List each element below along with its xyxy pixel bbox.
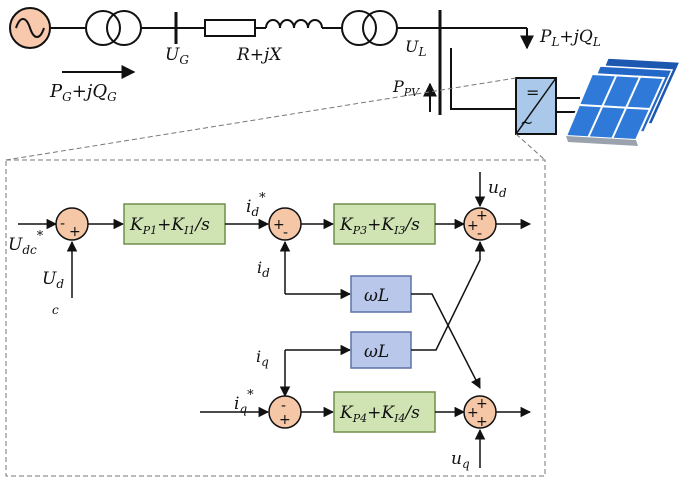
- load-label: PL+jQL: [539, 27, 601, 49]
- svg-text:~: ~: [520, 113, 533, 132]
- impedance-label: R+jX: [236, 45, 282, 65]
- svg-text:+: +: [273, 217, 285, 233]
- svg-text:KP4+KI4/s: KP4+KI4/s: [339, 403, 420, 425]
- pi-block-kp3: KP3+KI3/s: [333, 203, 436, 245]
- pi-block-kp1: KP1+KI1/s: [123, 203, 226, 245]
- ul-label: UL: [405, 37, 426, 59]
- ud-input-label: Ud: [42, 269, 64, 291]
- svg-text:+: +: [476, 414, 488, 430]
- pv-feeder-line: [450, 48, 516, 110]
- svg-text:KP3+KI3/s: KP3+KI3/s: [339, 215, 420, 237]
- summer-5: + + +: [463, 395, 497, 430]
- svg-text:ωL: ωL: [364, 286, 389, 306]
- control-frame: [5, 159, 546, 477]
- svg-text:+: +: [476, 208, 488, 224]
- svg-text:+: +: [69, 224, 81, 240]
- zoom-line: [5, 77, 517, 161]
- summer-3: + + -: [463, 207, 497, 242]
- svg-text:+: +: [476, 396, 488, 412]
- svg-text:+: +: [467, 218, 479, 234]
- svg-text:=: =: [526, 83, 539, 102]
- svg-text:ωL: ωL: [364, 342, 389, 362]
- id-ref-label: id*: [246, 191, 266, 219]
- inverter-icon: = ~: [515, 77, 557, 135]
- udc-ref-label: Udc*: [8, 229, 44, 257]
- svg-text:-: -: [281, 398, 286, 414]
- resistor-icon: [204, 19, 256, 37]
- id-feedback-label: id: [257, 258, 270, 280]
- cross-coupling-line: [411, 240, 486, 351]
- iq-ref-label: iq*: [234, 388, 254, 416]
- solar-panel-icon: [564, 57, 682, 146]
- generation-label: PG+jQG: [49, 81, 117, 104]
- power-circuit: UG R+jX UL PL+jQL PG+jQG PPV = ~: [9, 7, 682, 146]
- svg-text:+: +: [467, 405, 479, 421]
- ud-output-label: ud: [488, 178, 507, 200]
- inductor-icon: [265, 19, 323, 29]
- svg-text:+: +: [279, 412, 291, 428]
- svg-text:KP1+KI1/s: KP1+KI1/s: [129, 215, 210, 237]
- cross-coupling-line: [411, 293, 481, 389]
- ppv-label: PPV: [392, 77, 420, 99]
- svg-text:-: -: [60, 216, 65, 232]
- ac-source-icon: [9, 7, 51, 49]
- transformer-icon: [85, 10, 142, 46]
- pi-block-kp4: KP4+KI4/s: [333, 391, 436, 433]
- zoom-line: [515, 133, 546, 161]
- control-diagram: Udc* - + Ud c KP1+KI1/s id* + - id KP3+K: [8, 172, 532, 471]
- iq-feedback-label: iq: [256, 347, 269, 369]
- summer-1: - +: [55, 207, 89, 241]
- wl-block-lower: ωL: [350, 331, 412, 369]
- transformer-icon: [341, 10, 398, 46]
- c-label: c: [52, 303, 59, 317]
- summer-2: + -: [268, 207, 302, 241]
- wl-block-upper: ωL: [350, 275, 412, 313]
- svg-text:-: -: [283, 225, 288, 241]
- uq-label: uq: [451, 449, 470, 471]
- svg-text:-: -: [477, 226, 482, 242]
- ug-label: UG: [165, 45, 189, 67]
- summer-4: - +: [268, 395, 302, 429]
